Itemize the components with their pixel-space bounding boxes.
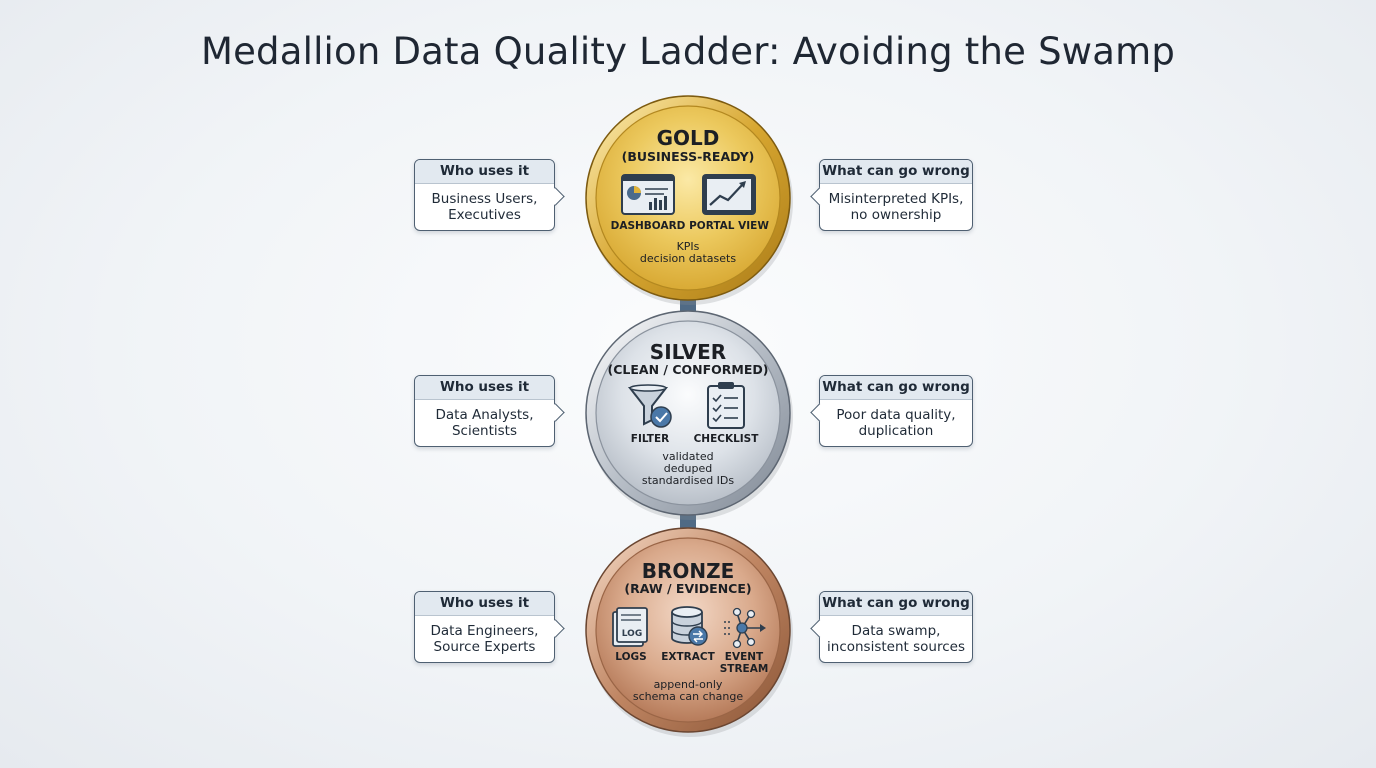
stream-label: STREAM — [719, 663, 769, 675]
gold-wrong-line-2: no ownership — [850, 207, 942, 223]
bronze-who-line-1: Data Engineers, — [430, 623, 539, 639]
silver-wrong-line-2: duplication — [858, 423, 934, 439]
silver-desc-line-2: deduped — [663, 462, 713, 475]
silver-who-heading: Who uses it — [415, 376, 554, 400]
silver-who-line-2: Scientists — [451, 423, 517, 439]
silver-who-card: Who uses it Data Analysts, Scientists — [414, 375, 565, 447]
checklist-label: CHECKLIST — [693, 433, 759, 445]
silver-desc-line-3: standardised IDs — [641, 474, 735, 487]
gold-desc-line-2: decision datasets — [639, 252, 737, 265]
bronze-desc-line-1: append-only — [653, 678, 723, 691]
bronze-wrong-heading: What can go wrong — [820, 592, 972, 616]
bronze-who-line-2: Source Experts — [433, 639, 536, 655]
gold-tier-title: GOLD — [656, 126, 720, 150]
gold-coin — [585, 95, 793, 305]
filter-icon — [627, 384, 672, 428]
silver-wrong-heading: What can go wrong — [820, 376, 972, 400]
silver-desc-line-1: validated — [662, 450, 714, 463]
bronze-wrong-card: What can go wrong Data swamp, inconsiste… — [809, 591, 973, 663]
page-title: Medallion Data Quality Ladder: Avoiding … — [200, 30, 1176, 73]
silver-who-line-1: Data Analysts, — [435, 407, 534, 423]
logs-label: LOGS — [615, 651, 647, 663]
silver-coin — [585, 310, 793, 520]
silver-tier-subtitle: (CLEAN / CONFORMED) — [607, 362, 769, 377]
svg-text:LOG: LOG — [622, 629, 642, 639]
bronze-desc-line-2: schema can change — [632, 690, 744, 703]
extract-icon — [671, 606, 708, 646]
gold-who-line-2: Executives — [448, 207, 521, 223]
logs-icon: LOG — [612, 607, 648, 647]
gold-who-heading: Who uses it — [415, 160, 554, 184]
checklist-icon — [707, 382, 745, 429]
gold-desc-line-1: KPIs — [676, 240, 700, 253]
portal-view-icon — [702, 174, 756, 215]
bronze-who-heading: Who uses it — [415, 592, 554, 616]
bronze-wrong-line-1: Data swamp, — [851, 623, 941, 639]
event-stream-icon — [724, 607, 766, 649]
extract-label: EXTRACT — [661, 651, 715, 663]
bronze-tier-subtitle: (RAW / EVIDENCE) — [624, 581, 752, 596]
bronze-wrong-line-2: inconsistent sources — [827, 639, 965, 655]
filter-label: FILTER — [630, 433, 670, 445]
gold-wrong-card: What can go wrong Misinterpreted KPIs, n… — [809, 159, 973, 231]
silver-wrong-line-1: Poor data quality, — [836, 407, 956, 423]
dashboard-label: DASHBOARD — [610, 220, 686, 232]
event-label: EVENT — [724, 651, 764, 663]
gold-who-line-1: Business Users, — [431, 191, 538, 207]
bronze-tier-title: BRONZE — [641, 559, 735, 583]
silver-tier-title: SILVER — [649, 340, 727, 364]
silver-wrong-card: What can go wrong Poor data quality, dup… — [809, 375, 973, 447]
bronze-who-card: Who uses it Data Engineers, Source Exper… — [414, 591, 565, 663]
portal-view-label: PORTAL VIEW — [689, 220, 769, 232]
gold-tier-subtitle: (BUSINESS-READY) — [621, 149, 755, 164]
gold-wrong-line-1: Misinterpreted KPIs, — [828, 191, 964, 207]
gold-who-card: Who uses it Business Users, Executives — [414, 159, 565, 231]
gold-wrong-heading: What can go wrong — [820, 160, 972, 184]
dashboard-icon — [621, 174, 675, 215]
